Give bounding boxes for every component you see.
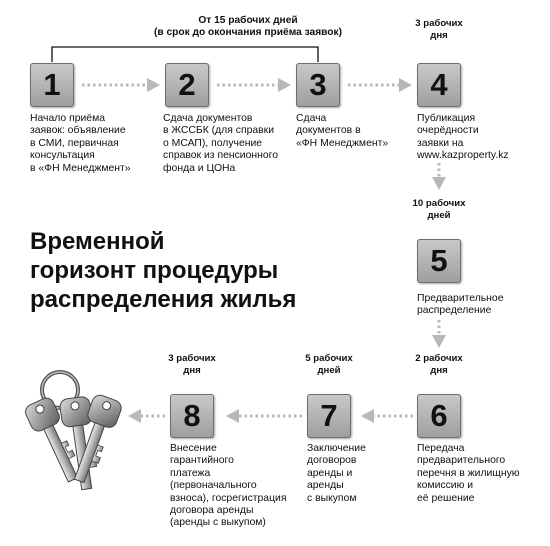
step-7-line: Заключение (307, 443, 366, 454)
diagram-title: Временной горизонт процедуры распределен… (30, 227, 330, 314)
step-8-line: (первоначального (170, 480, 257, 492)
step-8-line: взноса), госрегистрация (170, 492, 287, 504)
step-6-line: Передача (417, 443, 465, 454)
duration-line: дня (183, 364, 201, 376)
step-2-line: о МСАП), получение (163, 137, 263, 149)
step-8-line: Внесение (170, 443, 217, 454)
duration-line: дня (430, 364, 448, 376)
step-3-line: «ФН Менеджмент» (296, 137, 389, 149)
step-7-line: аренды (307, 480, 344, 492)
arrowhead-1-2 (147, 78, 160, 92)
step-3-number: 3 (309, 67, 327, 102)
step-1-line: консультация (30, 150, 95, 162)
step-3-box: 3 (296, 63, 340, 107)
arrowhead-5-6 (432, 335, 446, 348)
duration-line: 5 рабочих (305, 353, 353, 364)
step-5-box: 5 (417, 239, 461, 283)
step-2-number: 2 (178, 67, 196, 102)
step-6-box: 6 (417, 394, 461, 438)
duration-line: дней (427, 209, 451, 221)
duration-line: дней (317, 364, 341, 376)
step-7-text: Заключение договоров аренды и аренды с в… (307, 443, 366, 505)
step-5-duration: 10 рабочих дней (397, 198, 481, 221)
step-6-line: её решение (417, 492, 475, 504)
step-6-line: предварительного (417, 455, 506, 467)
top-duration-note: От 15 рабочих дней (в срок до окончания … (78, 15, 418, 39)
title-line1: Временной (30, 228, 165, 255)
step-2-line: справок из пенсионного (163, 150, 278, 162)
top-note-line1: От 15 рабочих дней (198, 15, 298, 26)
step-5-text: Предварительное распределение (417, 293, 503, 318)
step-8-number: 8 (183, 398, 201, 433)
step-1-line: Начало приёма (30, 113, 106, 124)
title-line3: распределения жилья (30, 286, 297, 313)
step-6-line: комиссию и (417, 480, 474, 492)
arrowhead-6-7 (361, 409, 374, 423)
step-4-line: Публикация (417, 113, 476, 124)
step-7-duration: 5 рабочих дней (287, 353, 371, 376)
duration-line: 3 рабочих (168, 353, 216, 364)
step-1-number: 1 (43, 67, 61, 102)
step-7-box: 7 (307, 394, 351, 438)
step-8-text: Внесение гарантийного платежа (первонача… (170, 443, 286, 530)
step-5-line: Предварительное (417, 293, 504, 304)
step-1-line: заявок: объявление (30, 125, 126, 137)
duration-line: 2 рабочих (415, 353, 463, 364)
step-4-line: www.kazproperty.kz (417, 150, 509, 162)
step-3-line: документов в (296, 125, 361, 137)
step-3-line: Сдача (296, 113, 327, 124)
step-2-line: Сдача документов (163, 113, 253, 124)
step-8-line: (аренды с выкупом) (170, 517, 266, 529)
step-7-line: с выкупом (307, 492, 357, 504)
step-2-line: фонда и ЦОНа (163, 162, 236, 174)
step-7-line: аренды и (307, 467, 353, 479)
step-6-line: перечня в жилищную (417, 467, 520, 479)
top-note-line2: (в срок до окончания приёма заявок) (154, 27, 342, 38)
step-4-duration: 3 рабочих дня (397, 18, 481, 41)
step-8-line: платежа (170, 467, 211, 479)
step-8-box: 8 (170, 394, 214, 438)
step-4-line: заявки на (417, 137, 464, 149)
step-1-line: в «ФН Менеджмент» (30, 162, 131, 174)
step-8-line: гарантийного (170, 455, 234, 467)
keys-icon (25, 370, 122, 491)
step-7-number: 7 (320, 398, 338, 433)
step-6-duration: 2 рабочих дня (397, 353, 481, 376)
step-2-text: Сдача документов в ЖССБК (для справки о … (163, 113, 278, 175)
step-4-number: 4 (430, 67, 448, 102)
duration-line: 10 рабочих (412, 198, 466, 209)
arrowhead-3-4 (399, 78, 412, 92)
step-3-text: Сдача документов в «ФН Менеджмент» (296, 113, 388, 150)
step-5-line: распределение (417, 305, 492, 317)
top-bracket (51, 46, 319, 62)
step-6-text: Передача предварительного перечня в жили… (417, 443, 520, 505)
step-1-line: в СМИ, первичная (30, 137, 119, 149)
duration-line: 3 рабочих (415, 18, 463, 29)
arrowhead-8-keys (128, 409, 141, 423)
step-4-line: очерёдности (417, 125, 479, 137)
step-1-text: Начало приёма заявок: объявление в СМИ, … (30, 113, 131, 175)
arrowhead-2-3 (278, 78, 291, 92)
step-7-line: договоров (307, 455, 357, 467)
step-2-line: в ЖССБК (для справки (163, 125, 274, 137)
title-line2: горизонт процедуры (30, 257, 279, 284)
step-6-number: 6 (430, 398, 448, 433)
step-2-box: 2 (165, 63, 209, 107)
arrowhead-7-8 (226, 409, 239, 423)
step-4-text: Публикация очерёдности заявки на www.kaz… (417, 113, 509, 163)
duration-line: дня (430, 29, 448, 41)
step-8-duration: 3 рабочих дня (150, 353, 234, 376)
step-8-line: договора аренды (170, 505, 254, 517)
step-5-number: 5 (430, 243, 448, 278)
arrowhead-4-5 (432, 177, 446, 190)
step-1-box: 1 (30, 63, 74, 107)
step-4-box: 4 (417, 63, 461, 107)
